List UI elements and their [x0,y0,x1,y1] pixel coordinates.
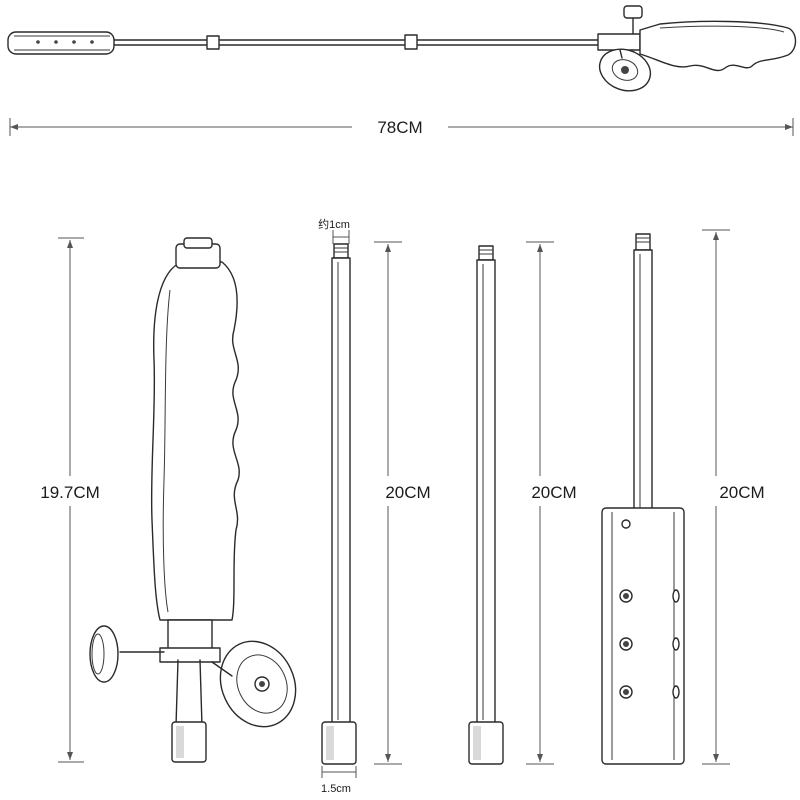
rod1-length-dimension: 20CM [374,241,431,765]
assembled-torch-drawing [7,5,797,92]
nozzle-rod-length-label: 20CM [719,483,764,502]
extension-rod-1-drawing [321,243,357,765]
rod2-length-dimension: 20CM [526,241,577,765]
total-length-label: 78CM [377,118,422,137]
handle-length-label: 19.7CM [40,483,100,502]
rod-top-diameter-dimension: 约1cm [318,218,350,244]
rod-bottom-diameter-dimension: 1.5cm [321,766,357,795]
total-length-dimension: 78CM [9,118,794,137]
extension-rod-2-drawing [468,245,504,765]
rod2-length-label: 20CM [531,483,576,502]
rod1-length-label: 20CM [385,483,430,502]
rod-bottom-diameter-label: 1.5cm [321,783,351,795]
nozzle-rod-length-dimension: 20CM [702,229,765,765]
handle-drawing [89,237,297,763]
rod-top-diameter-label: 约1cm [318,218,350,231]
handle-length-dimension: 19.7CM [40,237,100,763]
nozzle-rod-drawing [601,233,685,765]
